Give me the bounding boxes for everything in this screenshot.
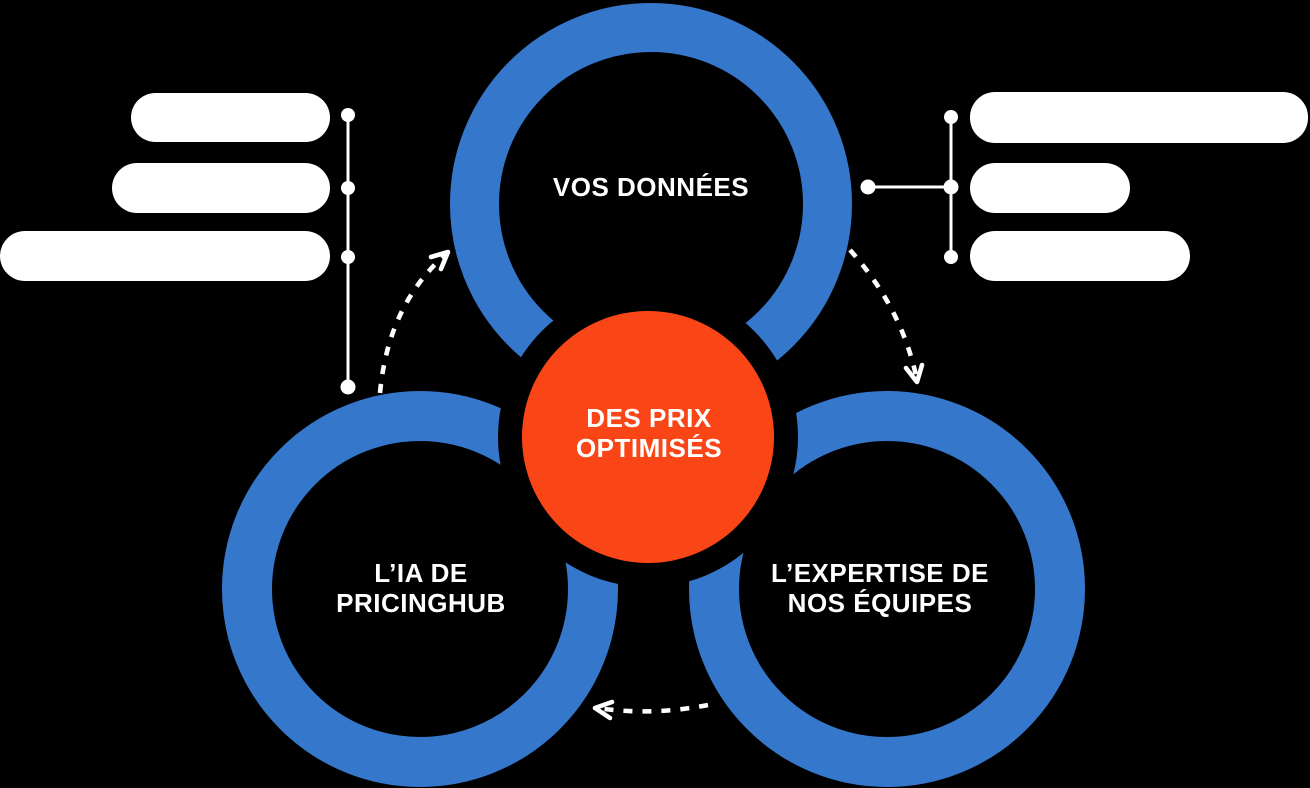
dot-icon (341, 108, 355, 122)
arrowhead-up-icon (428, 249, 451, 272)
center-circle (522, 311, 774, 563)
cycle-arrows (377, 248, 925, 721)
dot-icon (860, 179, 876, 195)
label-ia-pricinghub: L’IA DE PRICINGHUB (336, 557, 506, 618)
label-des-prix-optimises: DES PRIX OPTIMISÉS (575, 402, 723, 463)
arrow-ia-to-donnees (377, 252, 448, 394)
skeleton-bar (970, 231, 1190, 281)
arrowhead-left-icon (592, 699, 615, 721)
skeleton-bar (131, 93, 330, 142)
dot-icon (340, 379, 356, 395)
left-connector-dots (340, 108, 356, 395)
ring-ia-pricinghub (222, 391, 618, 787)
dot-icon (944, 250, 958, 264)
dot-icon (341, 181, 355, 195)
dot-icon (943, 179, 959, 195)
ring-expertise-equipes (689, 391, 1085, 787)
arrow-donnees-to-expertise (848, 248, 920, 381)
label-expertise-equipes: L’EXPERTISE DE NOS ÉQUIPES (771, 557, 989, 618)
dot-icon (341, 250, 355, 264)
label-vos-donnees: VOS DONNÉES (552, 171, 750, 202)
skeleton-bar (970, 163, 1130, 213)
right-connector (868, 117, 953, 257)
skeleton-bar (970, 92, 1308, 143)
skeleton-bar (0, 231, 330, 281)
arrowhead-down-icon (903, 362, 925, 385)
arrow-expertise-to-ia (596, 702, 709, 714)
dot-icon (944, 110, 958, 124)
skeleton-bar (112, 163, 330, 213)
right-connector-dots (860, 110, 959, 264)
